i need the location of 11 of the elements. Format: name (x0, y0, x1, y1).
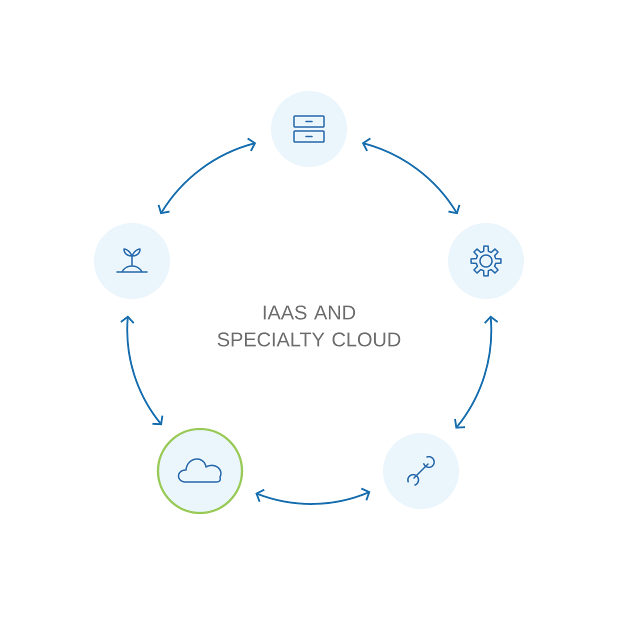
center-title: IAAS AND SPECIALTY CLOUD (218, 305, 400, 347)
icon-circle (448, 223, 524, 299)
arrow (454, 315, 498, 429)
arrow (120, 315, 164, 426)
arrow (362, 138, 460, 214)
icon-circle (383, 433, 459, 509)
icon-circle (271, 91, 347, 167)
arrow (158, 138, 256, 214)
icon-circle (156, 428, 244, 514)
icon-circle (94, 223, 170, 299)
arrow (255, 488, 370, 505)
